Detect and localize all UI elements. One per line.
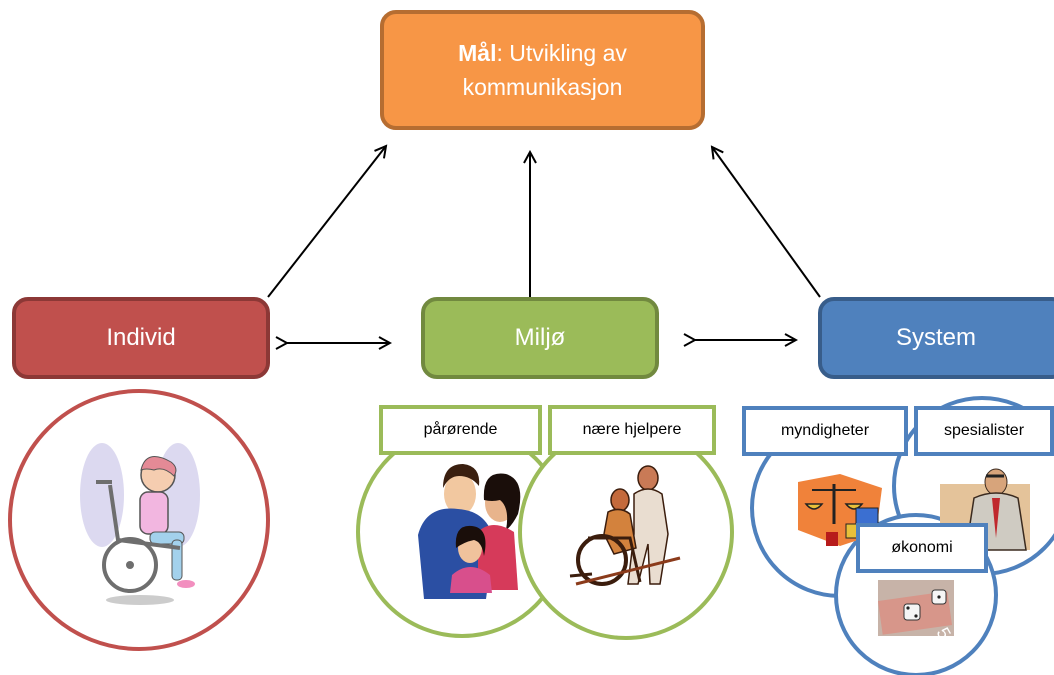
individ-label: Individ [106, 324, 176, 351]
system-label: System [895, 324, 976, 351]
arrow-system-to-goal [712, 147, 821, 298]
goal-text: Mål: Utvikling av kommunikasjon [394, 36, 691, 104]
system-box: System [818, 297, 1054, 379]
spesialister-label: spesialister [943, 422, 1025, 439]
miljo-box: Miljø [421, 297, 659, 379]
naere-hjelpere-tag: nære hjelpere [548, 405, 716, 455]
individ-circle [8, 389, 270, 651]
okonomi-tag: økonomi [856, 523, 988, 573]
arrow-individ-to-goal [267, 146, 386, 298]
individ-box: Individ [12, 297, 270, 379]
myndigheter-tag: myndigheter [742, 406, 908, 456]
spesialister-tag: spesialister [914, 406, 1054, 456]
naere-hjelpere-label: nære hjelpere [582, 421, 682, 438]
miljo-label: Miljø [514, 324, 566, 351]
myndigheter-label: myndigheter [780, 422, 870, 439]
goal-bold-label: Mål [458, 40, 497, 66]
family-icon [418, 464, 521, 599]
okonomi-label: økonomi [891, 539, 953, 556]
parorende-label: pårørende [423, 421, 498, 438]
caregiver-pushing-wheelchair-icon [569, 465, 681, 586]
person-in-wheelchair-icon [80, 443, 200, 605]
goal-label: : Utvikling av kommunikasjon [462, 40, 627, 100]
parorende-tag: pårørende [379, 405, 542, 455]
goal-box: Mål: Utvikling av kommunikasjon [380, 10, 705, 130]
